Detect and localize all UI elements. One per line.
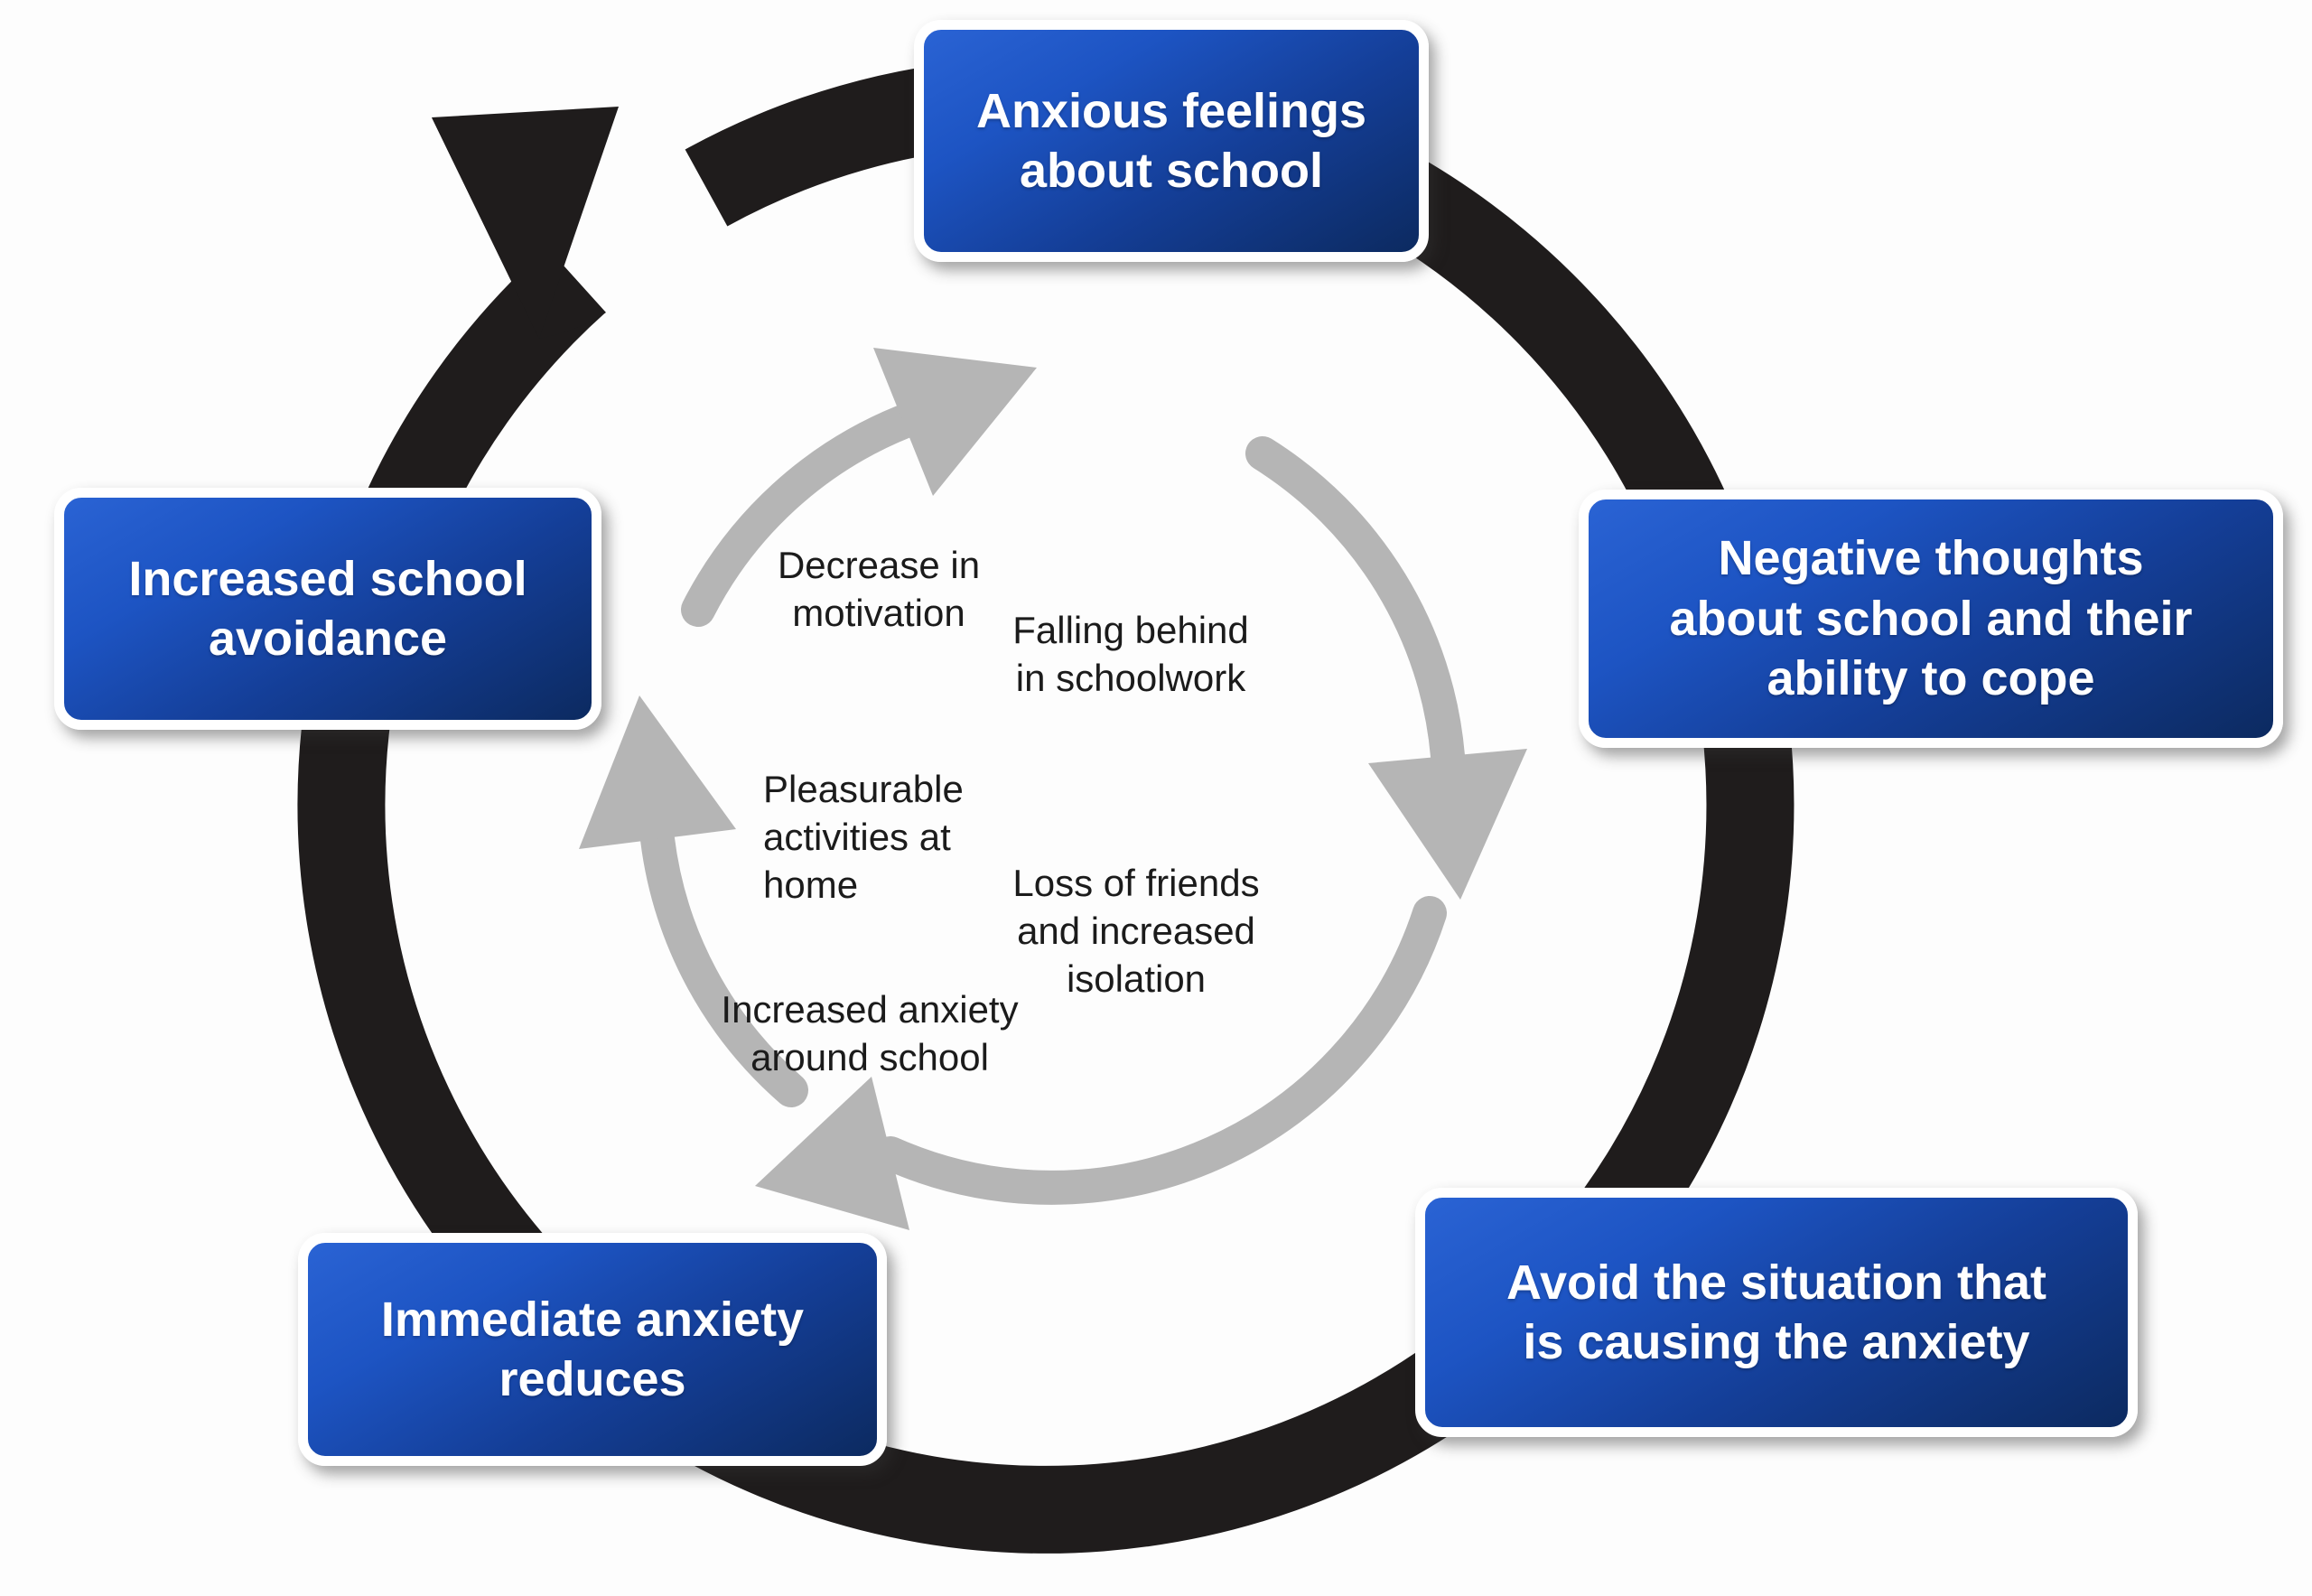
node-negative-thoughts: Negative thoughts about school and their… (1579, 490, 2283, 748)
inner-arrowhead-right-icon (873, 348, 1037, 496)
inner-cycle-arrowheads (579, 348, 1527, 1230)
node-school-avoidance: Increased school avoidance (54, 488, 601, 730)
label-loss-of-friends: Loss of friends and increased isolation (1012, 862, 1260, 1000)
inner-arc-left (640, 822, 808, 1107)
inner-arc-bottom (873, 896, 1447, 1205)
inner-arc-right (1245, 436, 1465, 773)
label-falling-behind: Falling behind in schoolwork (1012, 609, 1249, 699)
inner-arrowhead-left-icon (755, 1077, 909, 1230)
outer-arrowhead-icon (432, 107, 619, 339)
label-increased-anxiety: Increased anxiety around school (721, 988, 1019, 1078)
node-anxious-feelings: Anxious feelings about school (914, 20, 1429, 262)
label-pleasurable-activities: Pleasurable activities at home (763, 768, 964, 906)
inner-arc-top-left (681, 405, 920, 627)
node-anxiety-reduces: Immediate anxiety reduces (298, 1233, 887, 1466)
node-avoid-situation: Avoid the situation that is causing the … (1415, 1188, 2138, 1437)
inner-arrowhead-down-icon (1368, 749, 1527, 900)
inner-cycle-arrow-icon (640, 405, 1465, 1205)
inner-arrowhead-up-icon (579, 695, 736, 849)
label-decrease-motivation: Decrease in motivation (777, 544, 981, 634)
